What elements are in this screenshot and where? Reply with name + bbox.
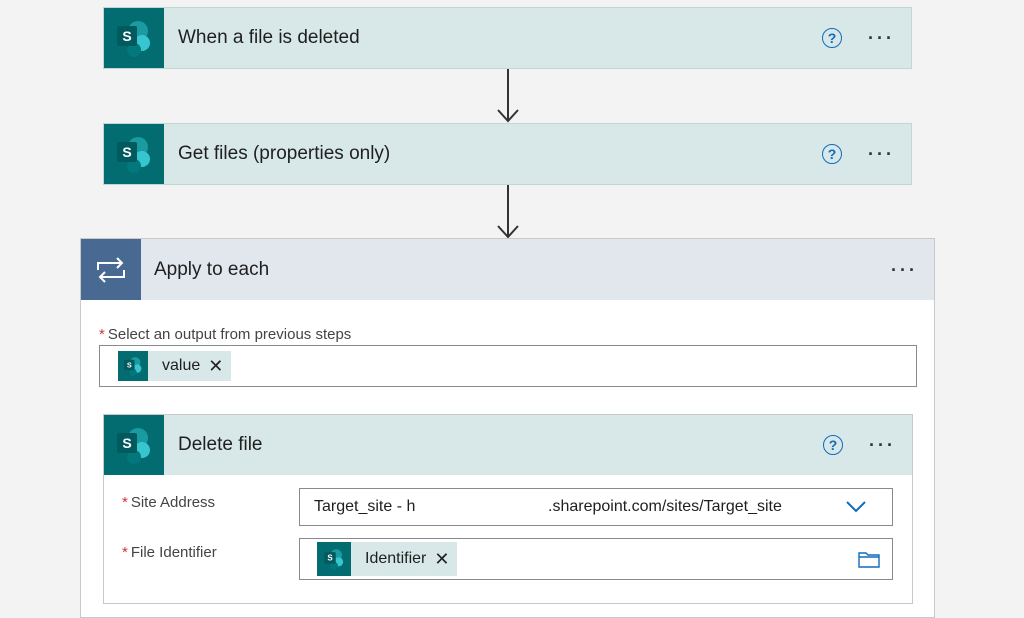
sharepoint-icon: S [118,351,148,381]
remove-token-button[interactable]: ✕ [434,548,450,569]
delete-file-card: S Delete file ? ··· *Site Address Target… [103,414,913,604]
apply-to-each-header[interactable]: Apply to each ··· [81,239,934,300]
output-field-label: *Select an output from previous steps [99,326,351,343]
site-address-label-text: Site Address [130,494,216,511]
svg-text:S: S [122,144,131,160]
file-identifier-label: *File Identifier [122,544,217,561]
token-label: Identifier [365,550,427,567]
loop-icon [81,239,141,300]
svg-text:S: S [122,28,131,44]
file-identifier-input[interactable]: S Identifier ✕ [299,538,893,580]
site-address-value-end: .sharepoint.com/sites/Target_site [548,498,782,515]
output-label-text: Select an output from previous steps [107,326,352,343]
action-card-get-files[interactable]: S Get files (properties only) ? ··· [103,123,912,185]
remove-token-button[interactable]: ✕ [208,355,224,376]
svg-text:S: S [127,361,132,370]
more-options-button[interactable]: ··· [868,144,895,164]
help-icon[interactable]: ? [823,435,844,455]
more-options-button[interactable]: ··· [891,259,918,280]
trigger-card-when-file-deleted[interactable]: S When a file is deleted ? ··· [103,7,912,69]
sharepoint-icon: S [104,124,164,184]
sharepoint-icon: S [104,8,164,68]
step-title: Get files (properties only) [178,143,391,164]
required-marker: * [99,326,105,343]
file-identifier-label-text: File Identifier [130,544,217,561]
step-title: Delete file [178,434,263,455]
folder-icon[interactable] [858,550,880,568]
apply-to-each-title: Apply to each [154,258,270,280]
chevron-down-icon[interactable] [846,501,866,513]
delete-file-header[interactable]: S Delete file ? ··· [104,415,912,475]
token-label: value [162,357,201,374]
output-input[interactable]: S value ✕ [99,345,917,387]
sharepoint-icon: S [104,415,164,475]
apply-to-each-container: Apply to each ··· *Select an output from… [80,238,935,618]
required-marker: * [122,494,128,511]
required-marker: * [122,544,128,561]
more-options-button[interactable]: ··· [869,435,896,455]
help-icon[interactable]: ? [822,28,843,48]
site-address-value-start: Target_site - h [314,498,416,515]
sharepoint-icon: S [317,542,351,576]
site-address-dropdown[interactable]: Target_site - h .sharepoint.com/sites/Ta… [299,488,893,526]
more-options-button[interactable]: ··· [868,28,895,48]
svg-text:S: S [122,435,131,451]
step-title: When a file is deleted [178,27,360,48]
connector-arrow [497,185,519,239]
dynamic-token-value[interactable]: S value ✕ [118,351,232,381]
connector-arrow [497,69,519,123]
dynamic-token-identifier[interactable]: S Identifier ✕ [317,542,458,576]
help-icon[interactable]: ? [822,144,843,164]
svg-text:S: S [327,554,333,563]
site-address-label: *Site Address [122,494,215,511]
